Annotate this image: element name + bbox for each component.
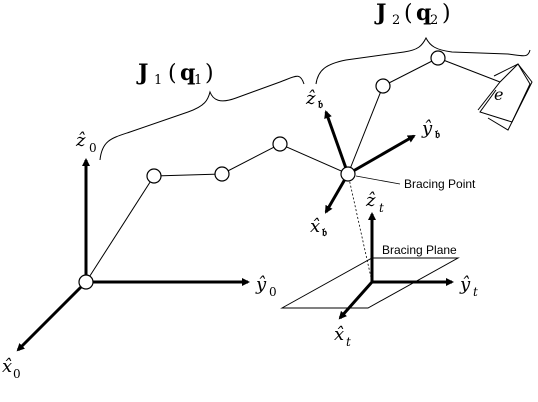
end-effector-body: [479, 63, 531, 123]
end-effector-gripper: [477, 63, 533, 131]
target-x-sub: t: [346, 335, 351, 349]
j2-label: J 2 ( q 2 ): [374, 0, 451, 28]
target-frame: [338, 212, 454, 320]
j1-q-symbol: q: [180, 60, 195, 86]
bracing-plane-label: Bracing Plane: [382, 243, 457, 257]
j1-q-subscript: 1: [194, 73, 202, 88]
bracing-z-label: ẑ: [305, 88, 316, 109]
j1-paren-open: (: [168, 61, 177, 86]
bracing-plane: [280, 257, 460, 309]
joint-base: [78, 274, 94, 290]
target-x-axis: [338, 281, 374, 320]
j2-symbol: J: [374, 0, 386, 26]
j1-label: J 1 ( q 1 ): [136, 60, 214, 88]
bracing-y-axis: [347, 134, 416, 176]
brace-j1: [99, 75, 305, 161]
robot-joints: [78, 50, 446, 290]
bracing-x-label: x̂: [310, 216, 320, 237]
target-z-label: ẑ: [365, 190, 376, 211]
j2-q-subscript: 2: [430, 13, 438, 28]
base-y-label: ŷ: [255, 274, 267, 295]
j1-paren-close: ): [205, 61, 214, 86]
target-y-label: ŷ: [459, 274, 471, 295]
target-y-sub: t: [473, 285, 478, 299]
j2-subscript: 2: [392, 13, 400, 28]
j1-symbol: J: [136, 60, 148, 86]
effector-label: e: [494, 85, 503, 104]
base-y-sub: 0: [269, 285, 277, 299]
bracing-z-sub: 𝔟: [317, 98, 323, 111]
joint-3: [272, 136, 288, 152]
base-z-sub: 0: [89, 141, 97, 155]
j2-paren-open: (: [404, 1, 413, 26]
joint-4: [375, 78, 391, 94]
base-x-axis: [16, 280, 88, 352]
target-z-sub: t: [379, 201, 384, 215]
joint-bracing-point: [340, 166, 356, 182]
joint-2: [214, 166, 230, 182]
joint-5: [430, 50, 446, 66]
j1-subscript: 1: [154, 73, 162, 88]
base-z-label: ẑ: [75, 130, 86, 151]
joint-1: [146, 168, 162, 184]
j2-paren-close: ): [442, 1, 451, 26]
j2-q-symbol: q: [416, 0, 431, 26]
base-frame: [16, 158, 250, 352]
bracing-x-sub: 𝔟: [321, 226, 327, 239]
base-x-sub: 0: [13, 367, 21, 381]
base-x-label: x̂: [2, 356, 12, 377]
bracing-z-axis: [324, 110, 350, 175]
brace-j2: [315, 36, 531, 85]
bracing-point-pointer: [355, 175, 401, 185]
bracing-y-label: ŷ: [421, 118, 433, 139]
bracing-projection-dashed: [347, 173, 373, 283]
bracing-point-label: Bracing Point: [404, 177, 476, 191]
target-x-label: x̂: [334, 324, 344, 345]
bracing-y-sub: 𝔟: [434, 128, 440, 141]
link-to-effector: [437, 57, 501, 83]
